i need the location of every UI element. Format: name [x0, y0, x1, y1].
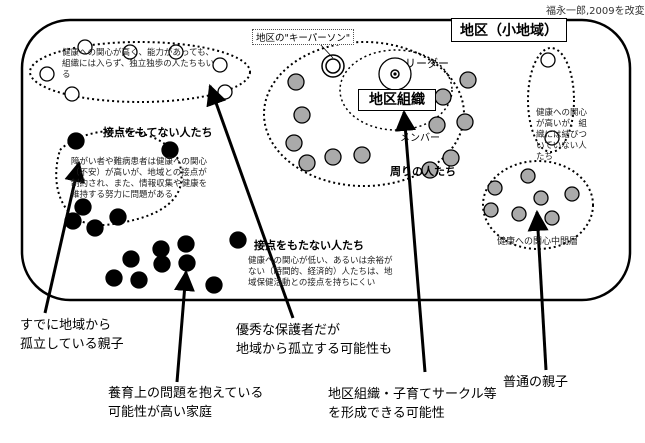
gray-person-dot: [428, 116, 446, 134]
caption-isolated: すでに地域から 孤立している親子: [20, 316, 124, 354]
gray-person-dot: [544, 210, 560, 226]
credit-text: 福永一郎,2009を改変: [546, 6, 645, 17]
white-person-dot: [77, 39, 93, 55]
white-person-dot: [122, 44, 138, 60]
right-high-interest-ellipse: [527, 47, 575, 153]
gray-person-dot: [564, 186, 580, 202]
black-person-dot: [109, 208, 127, 226]
caption-excellent-line2: 地域から孤立する可能性も: [236, 342, 393, 357]
gray-person-dot: [456, 113, 474, 131]
gray-person-dot: [421, 161, 439, 179]
caption-problems-line2: 可能性が高い家庭: [108, 405, 213, 420]
arrow-excellent: [206, 84, 295, 319]
caption-problems-line1: 養育上の問題を抱えている: [108, 386, 264, 401]
gray-person-dot: [324, 148, 342, 166]
arrow-circle: [395, 109, 427, 373]
high-interest-text: 健康への関心が高く、能力があっても、組織には入らず、独立独歩の人たちもいる: [62, 48, 215, 80]
arrow-isolated: [43, 160, 86, 314]
people-dots: [39, 39, 580, 294]
black-person-dot: [152, 240, 170, 258]
white-person-dot: [39, 66, 55, 82]
gray-person-dot: [434, 88, 452, 106]
white-person-dot: [217, 84, 233, 100]
no-contact-text-2: 健康への関心が低い、あるいは余裕がない（時間的、経済的）人たちは、地域保健活動と…: [248, 256, 393, 288]
right-high-interest-text: 健康への関心が高いが、組織には結びついていない人たち: [536, 108, 588, 162]
caption-excellent: 優秀な保護者だが 地域から孤立する可能性も: [236, 321, 392, 359]
black-person-dot: [178, 254, 196, 272]
caption-circle-line2: を形成できる可能性: [328, 406, 445, 421]
caption-isolated-line1: すでに地域から: [20, 318, 112, 333]
surrounding-label: 周りの人たち: [390, 165, 456, 178]
gray-person-dot: [483, 202, 499, 218]
keyperson-inner: [325, 58, 341, 74]
caption-problems: 養育上の問題を抱えている 可能性が高い家庭: [108, 384, 263, 422]
leader-label: リーダー: [405, 57, 449, 70]
middle-layer-label: 健康への関心中間層: [497, 237, 579, 247]
high-interest-ellipse: [29, 41, 251, 103]
white-person-dot: [64, 86, 80, 102]
gray-person-dot: [287, 73, 305, 91]
gray-person-dot: [293, 106, 311, 124]
black-person-dot: [86, 219, 104, 237]
org-label: 地区組織: [358, 89, 436, 111]
caption-excellent-line1: 優秀な保護者だが: [236, 323, 341, 338]
black-person-dot: [105, 269, 123, 287]
black-person-dot: [177, 235, 195, 253]
black-person-dot: [153, 255, 171, 273]
caption-circle-line1: 地区組織・子育てサークル等: [328, 387, 497, 402]
black-person-dot: [161, 141, 179, 159]
caption-ordinary-line1: 普通の親子: [503, 375, 569, 390]
no-contact-title-1: 接点をもてない人たち: [103, 126, 213, 139]
area-title: 地区（小地域）: [451, 18, 567, 42]
no-contact-text-1: 障がい者や難病患者は健康への関心（不安）が高いが、地域との接点が制約され、また、…: [71, 157, 208, 200]
black-person-dot: [229, 231, 247, 249]
white-person-dot: [540, 52, 556, 68]
caption-ordinary: 普通の親子: [503, 373, 568, 392]
gray-person-dot: [353, 146, 371, 164]
caption-isolated-line2: 孤立している親子: [20, 337, 124, 352]
gray-person-dot: [511, 206, 527, 222]
middle-layer-ellipse: [482, 160, 594, 250]
keyperson-label: 地区の"キーパーソン": [252, 29, 355, 45]
white-person-dot: [544, 130, 560, 146]
gray-person-dot: [298, 154, 316, 172]
black-person-dot: [67, 132, 85, 150]
black-person-dot: [122, 250, 140, 268]
arrow-ordinary: [527, 209, 549, 371]
black-person-dot: [74, 198, 92, 216]
gray-person-dot: [520, 168, 536, 184]
gray-person-dot: [459, 71, 477, 89]
member-label: メンバー: [400, 133, 440, 144]
no-contact-title-2: 接点をもたない人たち: [254, 239, 364, 252]
white-person-dot: [168, 44, 184, 60]
arrow-problems: [173, 269, 195, 383]
gray-person-dot: [487, 180, 503, 196]
gray-person-dot: [533, 190, 549, 206]
black-person-dot: [205, 276, 223, 294]
white-person-dot: [212, 57, 228, 73]
gray-person-dot: [442, 149, 460, 167]
caption-circle: 地区組織・子育てサークル等 を形成できる可能性: [328, 385, 497, 423]
gray-person-dot: [285, 134, 303, 152]
black-person-dot: [130, 271, 148, 289]
